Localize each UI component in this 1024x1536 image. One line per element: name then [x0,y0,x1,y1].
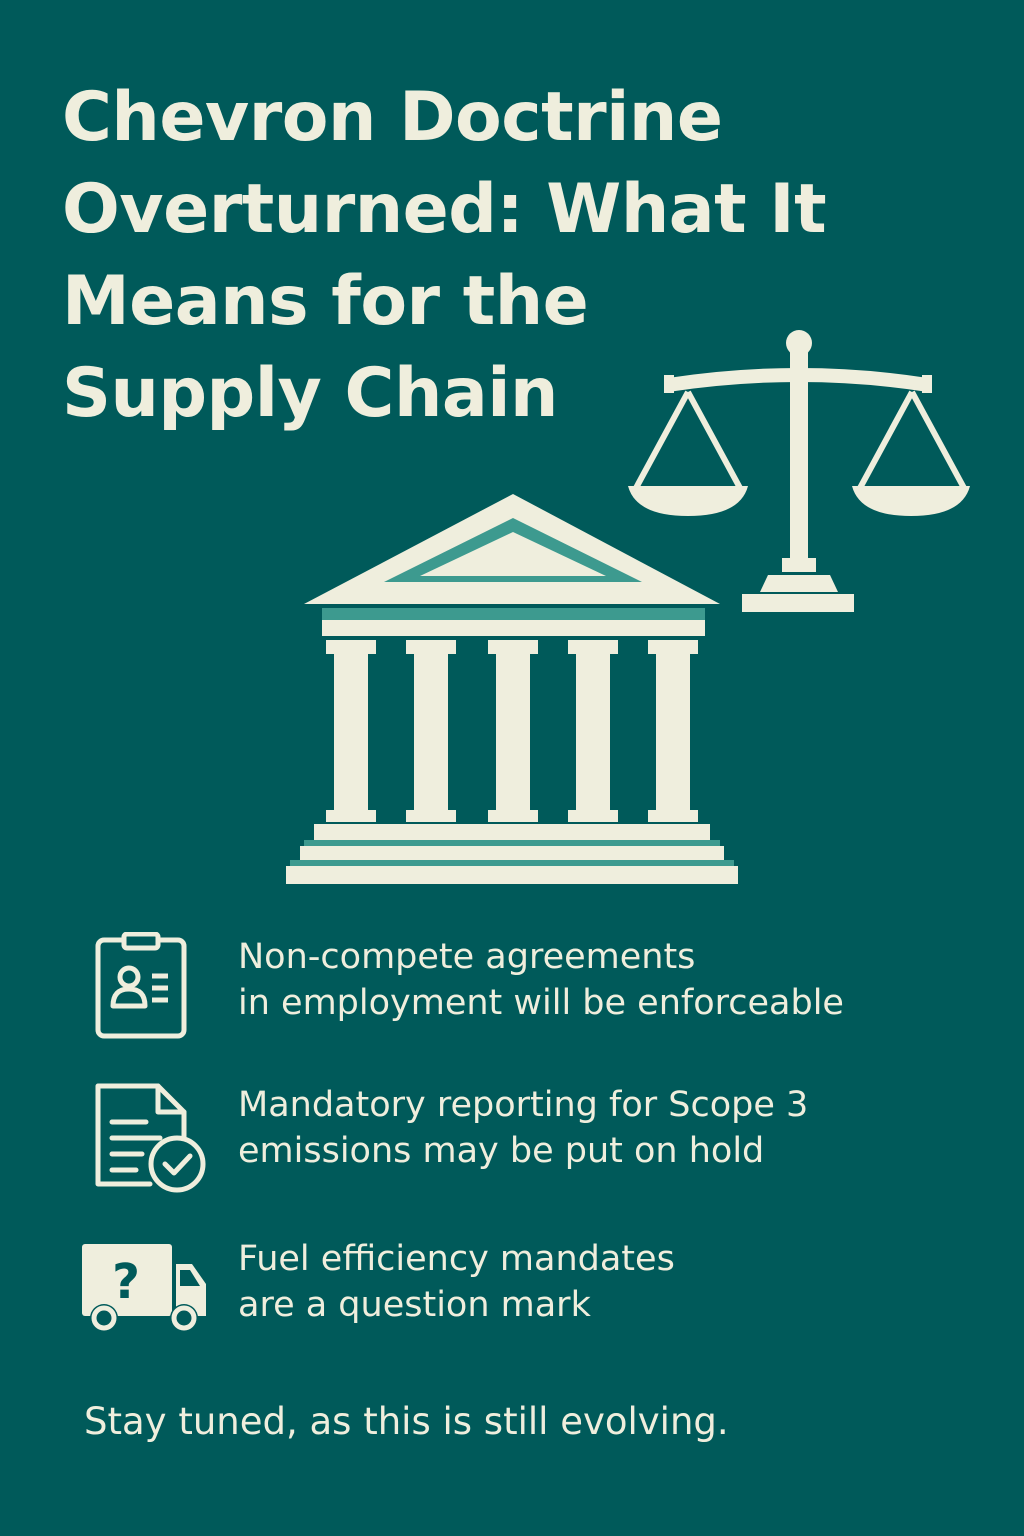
employee-id-clipboard-icon [95,932,187,1039]
title-line: Supply Chain [62,354,558,433]
title-line: Means for the [62,262,589,341]
item-text: Fuel efficiency mandates are a question … [238,1236,958,1328]
footer-note: Stay tuned, as this is still evolving. [84,1400,729,1443]
truck-question-icon: ? [82,1244,206,1332]
question-mark-glyph: ? [112,1254,140,1310]
list-item: Non-compete agreements in employment wil… [80,932,980,1052]
item-line: emissions may be put on hold [238,1131,765,1171]
item-line: Non-compete agreements [238,937,696,977]
courthouse-icon [286,494,738,884]
page-title: Chevron Doctrine Overturned: What It Mea… [62,72,902,440]
item-line: in employment will be enforceable [238,983,844,1023]
list-item: ? Fuel efficiency mandates are a questio… [80,1234,980,1354]
document-checkmark-icon [95,1083,206,1193]
item-line: Fuel efficiency mandates [238,1239,675,1279]
scales-of-justice-icon [628,330,970,612]
item-line: are a question mark [238,1285,591,1325]
item-line: Mandatory reporting for Scope 3 [238,1085,809,1125]
legal-illustration [286,330,970,884]
item-text: Mandatory reporting for Scope 3 emission… [238,1082,958,1174]
title-line: Chevron Doctrine [62,78,723,157]
item-text: Non-compete agreements in employment wil… [238,934,958,1026]
title-line: Overturned: What It [62,170,827,249]
list-item: Mandatory reporting for Scope 3 emission… [80,1080,980,1200]
